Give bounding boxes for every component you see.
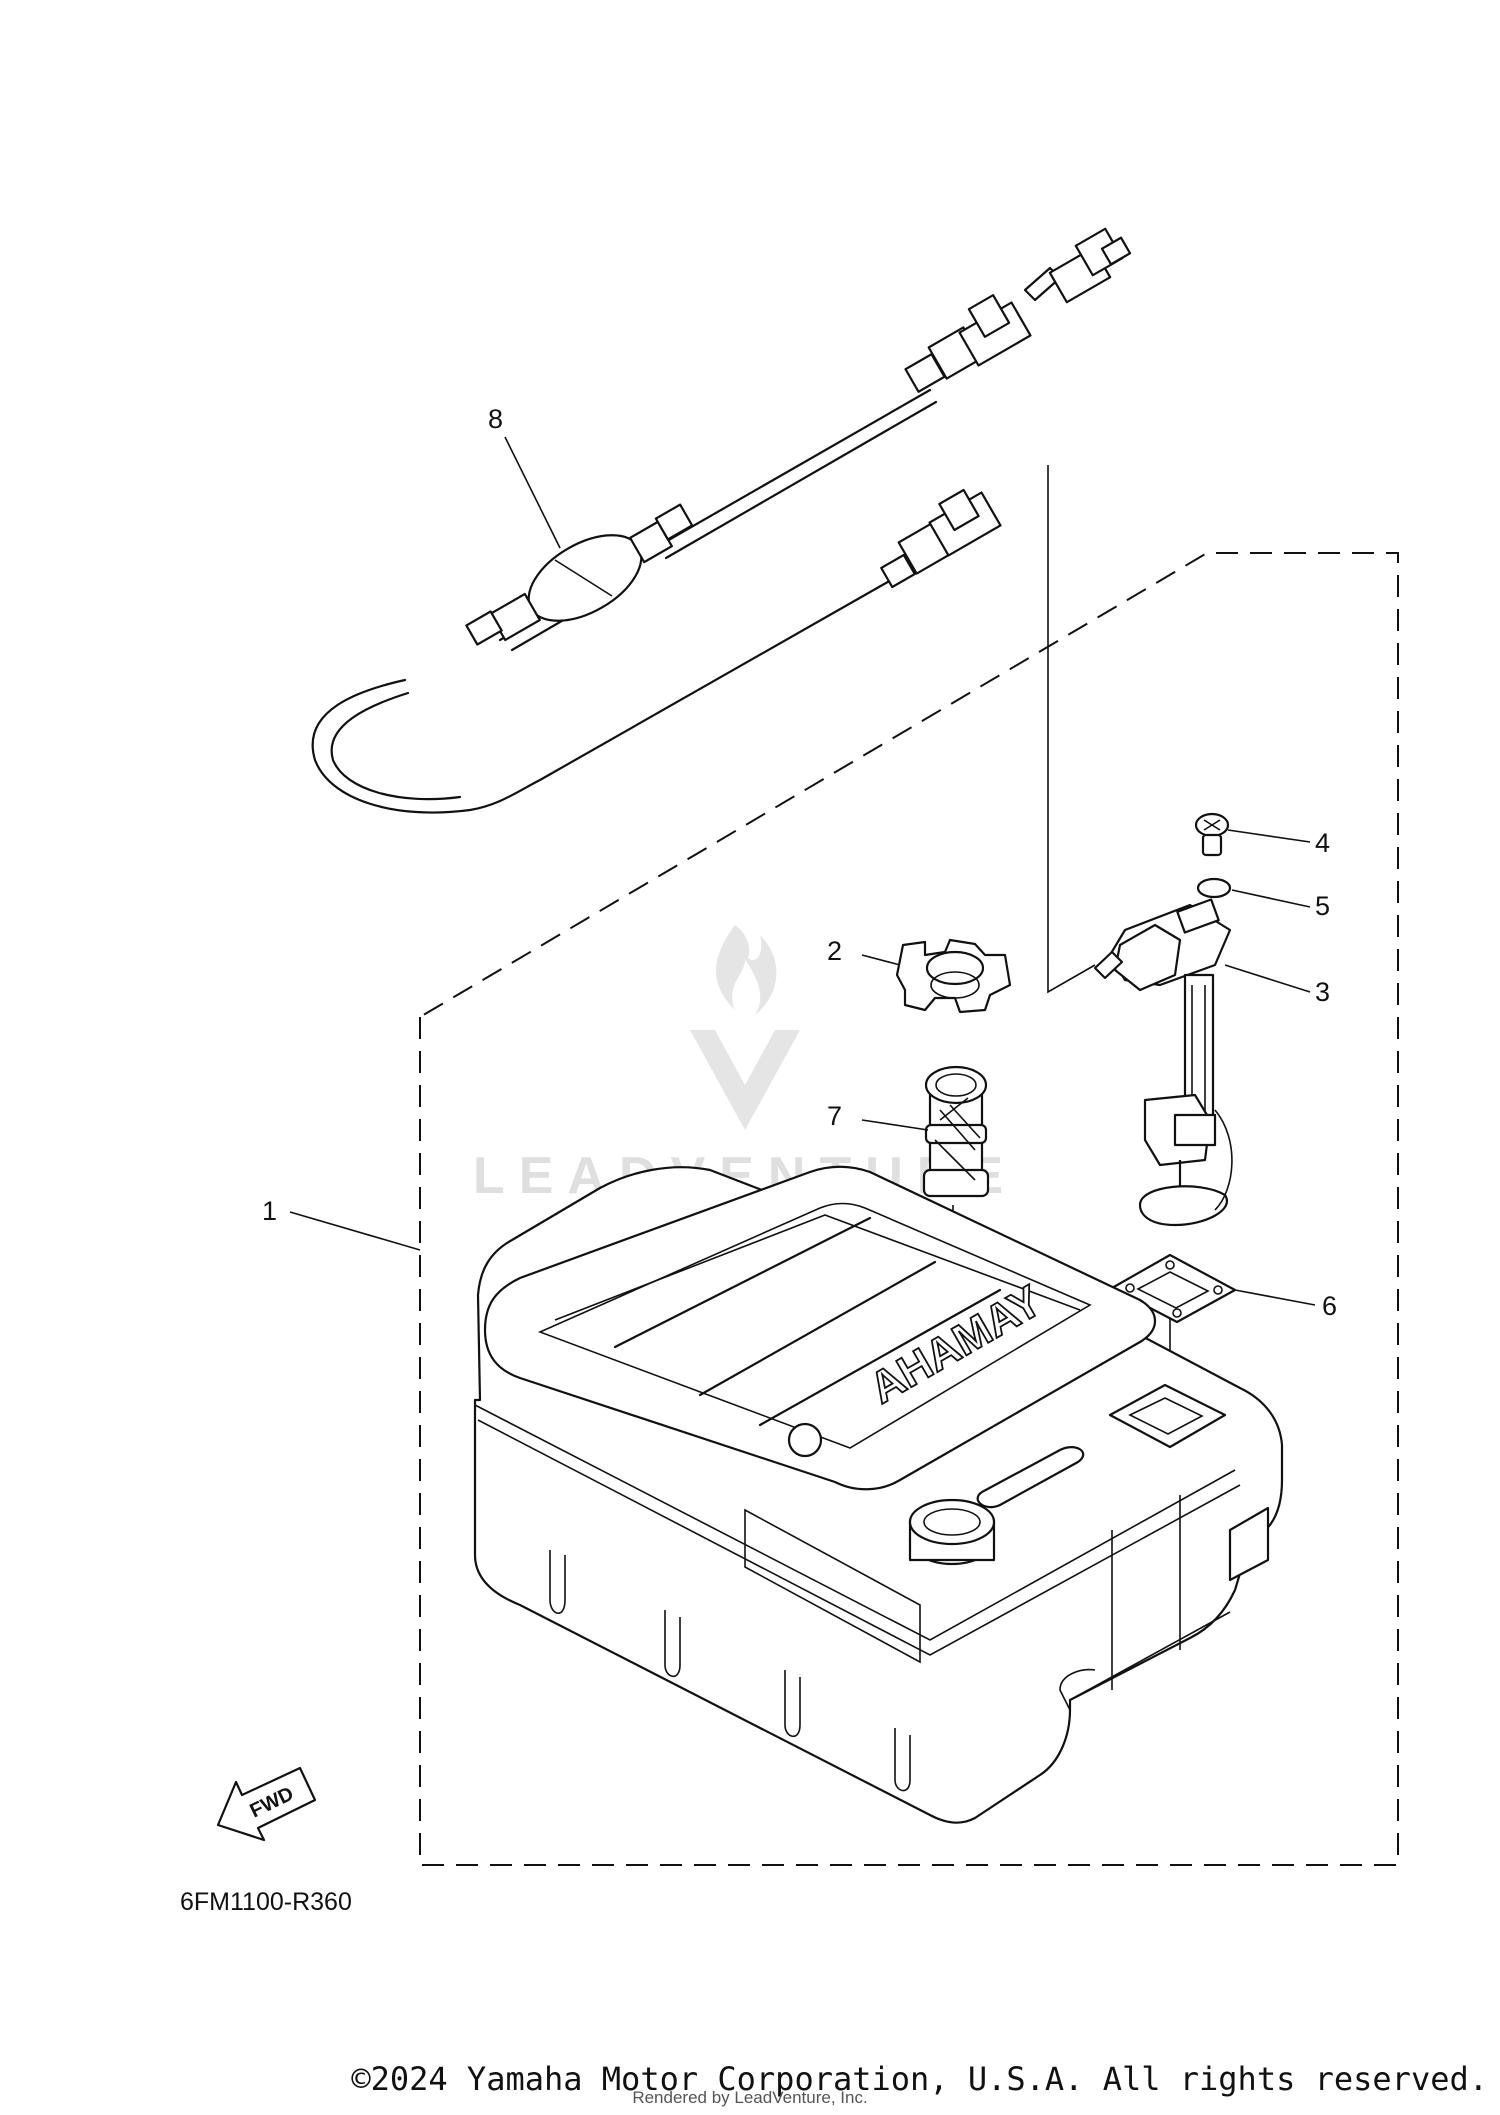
connector-guide-line <box>1047 465 1096 994</box>
callout-7: 7 <box>827 1101 842 1131</box>
fuel-gauge <box>1093 898 1233 1227</box>
callout-6: 6 <box>1322 1291 1337 1321</box>
copyright-notice: ©2024 Yamaha Motor Corporation, U.S.A. A… <box>351 2060 1488 2098</box>
washer <box>1196 877 1232 899</box>
fuel-cap <box>895 938 1012 1014</box>
callout-8: 8 <box>488 404 503 434</box>
leader-lines <box>289 436 1316 1306</box>
drawing-code: 6FM1100-R360 <box>180 1888 352 1916</box>
callout-3: 3 <box>1315 977 1330 1007</box>
assembly-boundary <box>419 552 1399 1866</box>
fuel-tank: YAMAHA <box>473 1165 1284 1824</box>
fuel-hose-assembly <box>311 227 1132 814</box>
callout-2: 2 <box>827 936 842 966</box>
callout-1: 1 <box>262 1196 277 1226</box>
callout-5: 5 <box>1315 891 1330 921</box>
callouts: 1 2 3 4 5 6 7 8 <box>262 404 1337 1321</box>
watermark-v-icon <box>690 1030 800 1130</box>
watermark-flame-icon <box>716 925 777 1015</box>
fuel-filter <box>922 1065 990 1198</box>
callout-4: 4 <box>1315 828 1330 858</box>
screw <box>1194 812 1230 857</box>
fwd-arrow-icon: FWD <box>216 1766 317 1842</box>
rendered-by-credit: Rendered by LeadVenture, Inc. <box>632 2088 868 2107</box>
